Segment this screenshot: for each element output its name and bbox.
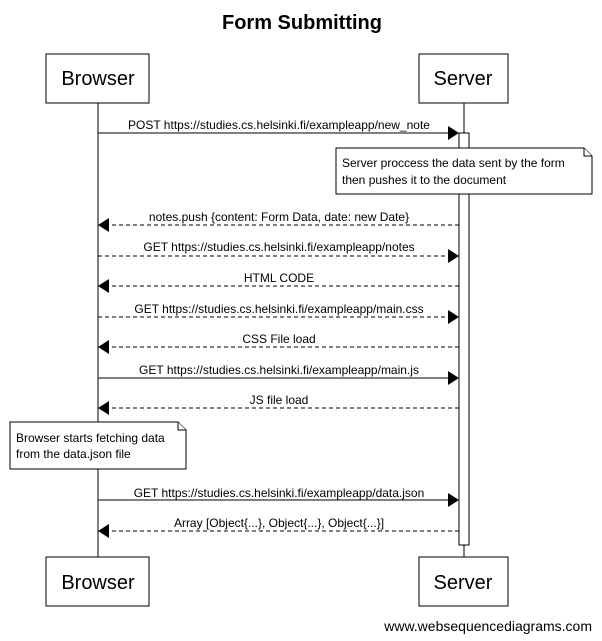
server-participant-label: Server [434,68,493,90]
watermark-link[interactable]: www.websequencediagrams.com [383,618,592,634]
browser-participant-label: Browser [61,68,135,90]
arrowhead-right-icon [448,371,459,385]
message-2: notes.push {content: Form Data, date: ne… [98,210,459,232]
message-10: Array [Object{...}, Object{...}, Object{… [98,516,459,538]
arrowhead-left-icon [98,524,109,538]
message-5: GET https://studies.cs.helsinki.fi/examp… [98,302,459,324]
message-label: notes.push {content: Form Data, date: ne… [149,210,409,224]
message-8: JS file load [98,393,459,415]
diagram-title: Form Submitting [222,12,382,34]
server-participant-bottom: Server [418,556,509,607]
arrowhead-right-icon [448,249,459,263]
message-1: POST https://studies.cs.helsinki.fi/exam… [98,118,459,140]
browser-participant-bottom: Browser [45,556,150,607]
message-label: JS file load [250,393,309,407]
message-label: HTML CODE [244,271,314,285]
server-participant-top: Server [418,53,509,104]
message-label: GET https://studies.cs.helsinki.fi/examp… [134,302,423,316]
message-9: GET https://studies.cs.helsinki.fi/examp… [98,486,459,507]
arrowhead-right-icon [448,493,459,507]
arrowhead-right-icon [448,310,459,324]
message-label: GET https://studies.cs.helsinki.fi/examp… [139,363,419,377]
message-label: GET https://studies.cs.helsinki.fi/examp… [134,486,425,500]
browser-note-line-1: Browser starts fetching data [16,431,165,445]
message-label: GET https://studies.cs.helsinki.fi/examp… [143,240,414,254]
browser-participant-label: Browser [61,572,135,594]
server-note-line-1: Server proccess the data sent by the for… [342,156,565,170]
server-note-line-2: then pushes it to the document [342,173,507,187]
message-label: POST https://studies.cs.helsinki.fi/exam… [128,118,430,132]
message-4: HTML CODE [98,271,459,293]
browser-participant-top: Browser [45,53,150,104]
browser-note-line-2: from the data.json file [16,447,131,461]
server-participant-label: Server [434,572,493,594]
server-activation-bar [458,132,470,546]
arrowhead-right-icon [448,126,459,140]
arrowhead-left-icon [98,401,109,415]
arrowhead-left-icon [98,340,109,354]
message-6: CSS File load [98,332,459,354]
message-label: CSS File load [242,332,315,346]
browser-note: Browser starts fetching data from the da… [9,421,187,470]
message-label: Array [Object{...}, Object{...}, Object{… [174,516,384,530]
message-7: GET https://studies.cs.helsinki.fi/examp… [98,363,459,385]
arrowhead-left-icon [98,279,109,293]
server-note: Server proccess the data sent by the for… [335,147,593,195]
message-3: GET https://studies.cs.helsinki.fi/examp… [98,240,459,263]
arrowhead-left-icon [98,218,109,232]
